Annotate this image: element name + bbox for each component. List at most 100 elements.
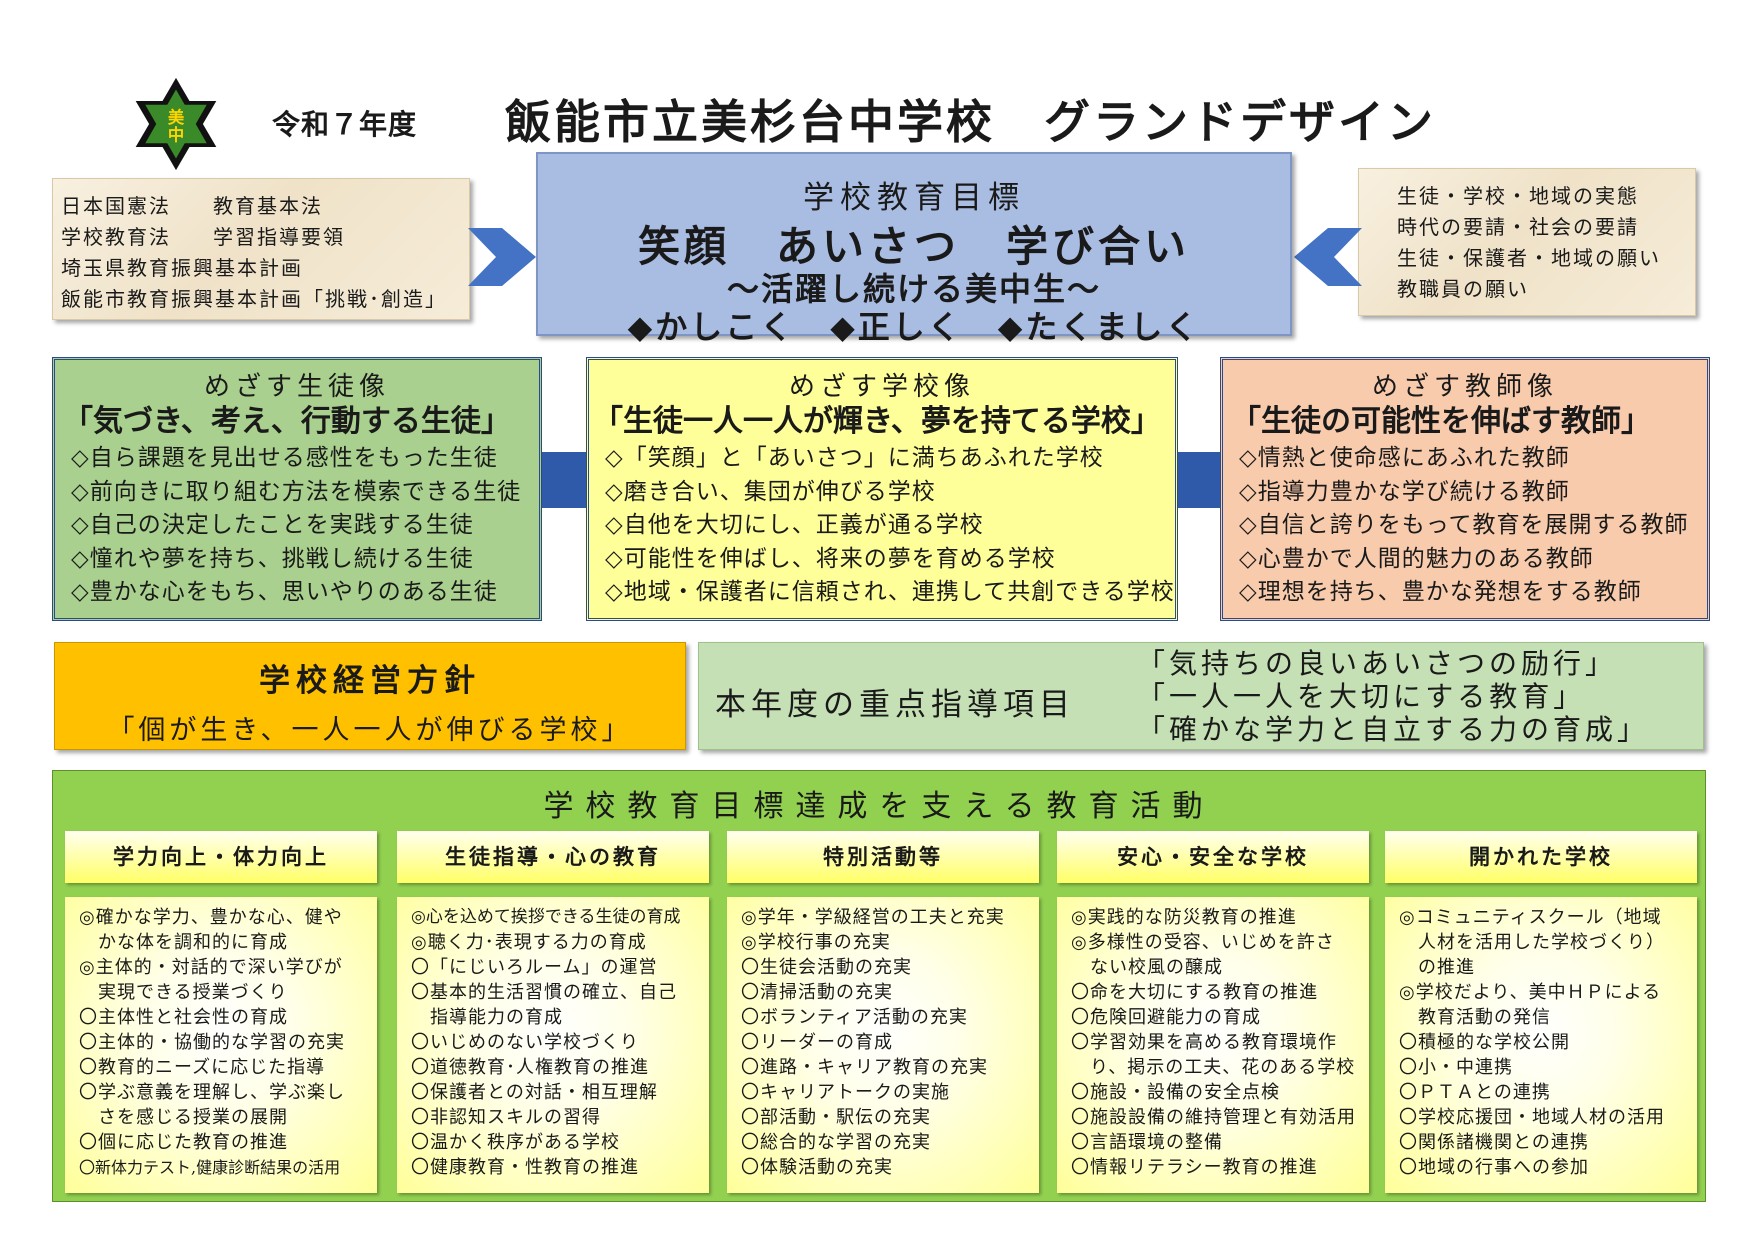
policy-main: 「個が生き、一人一人が伸びる学校」 bbox=[107, 715, 633, 746]
vision-heading: めざす生徒像 bbox=[203, 372, 390, 402]
vision-item: ◇前向きに取り組む方法を模索できる生徒 bbox=[71, 478, 522, 505]
activity-line: 〇キャリアトークの実施 bbox=[741, 1082, 950, 1103]
vision-item: ◇心豊かで人間的魅力のある教師 bbox=[1239, 545, 1594, 572]
management-policy-box: 学校経営方針 「個が生き、一人一人が伸びる学校」 bbox=[54, 642, 686, 750]
vision-item: ◇「笑顔」と「あいさつ」に満ちあふれた学校 bbox=[605, 445, 1104, 471]
activity-line: ◎学校行事の充実 bbox=[741, 932, 891, 953]
activity-line: 〇学ぶ意義を理解し、学ぶ楽し bbox=[79, 1082, 345, 1103]
activities-heading: 学校教育目標達成を支える教育活動 bbox=[543, 789, 1215, 824]
activity-line: 〇リーダーの育成 bbox=[741, 1032, 893, 1053]
activity-line: 〇道徳教育･人権教育の推進 bbox=[411, 1057, 649, 1078]
vision-item: ◇自ら課題を見出せる感性をもった生徒 bbox=[71, 445, 498, 471]
activity-line: り、掲示の工夫、花のある学校 bbox=[1071, 1057, 1356, 1078]
focus-items-box: 本年度の重点指導項目 「気持ちの良いあいさつの励行」 「一人一人を大切にする教育… bbox=[698, 642, 1704, 750]
legal-basis-item: 学習指導要領 bbox=[213, 225, 345, 249]
needs-item: 生徒・学校・地域の実態 bbox=[1397, 184, 1639, 208]
activity-line: ◎確かな学力、豊かな心、健や bbox=[79, 907, 343, 928]
activity-column: 生徒指導・心の教育 ◎心を込めて挨拶できる生徒の育成 ◎聴く力･表現する力の育成… bbox=[397, 831, 709, 1193]
activity-column-body: ◎コミュニティスクール（地域 人材を活用した学校づくり） の推進 ◎学校だより、… bbox=[1385, 897, 1697, 1193]
vision-item: ◇情熱と使命感にあふれた教師 bbox=[1239, 445, 1570, 471]
needs-item: 生徒・保護者・地域の願い bbox=[1397, 246, 1661, 270]
activity-line: 指導能力の育成 bbox=[411, 1007, 563, 1028]
legal-basis-item: 埼玉県教育振興基本計画 bbox=[61, 256, 303, 280]
activity-line: ◎学校だより、美中ＨＰによる bbox=[1399, 982, 1662, 1003]
activity-line: 〇保護者との対話・相互理解 bbox=[411, 1082, 658, 1103]
vision-item: ◇地域・保護者に信頼され、連携して共創できる学校 bbox=[605, 579, 1175, 605]
activity-column-title: 生徒指導・心の教育 bbox=[397, 831, 709, 883]
activity-line: ◎学年・学級経営の工夫と充実 bbox=[741, 907, 1005, 928]
activity-line: 〇地域の行事への参加 bbox=[1399, 1157, 1589, 1178]
vision-item: ◇豊かな心をもち、思いやりのある生徒 bbox=[71, 579, 498, 605]
activity-line: 〇学習効果を高める教育環境作 bbox=[1071, 1032, 1337, 1053]
vision-heading: めざす教師像 bbox=[1371, 372, 1558, 402]
focus-item: 「一人一人を大切にする教育」 bbox=[1137, 680, 1586, 713]
vision-item: ◇可能性を伸ばし、将来の夢を育める学校 bbox=[605, 545, 1056, 572]
legal-basis-item: 飯能市教育振興基本計画「挑戦･創造」 bbox=[61, 287, 447, 311]
policy-heading: 学校経営方針 bbox=[259, 663, 481, 699]
legal-basis-row: 日本国憲法教育基本法 bbox=[61, 191, 461, 222]
activity-line: 〇部活動・駅伝の充実 bbox=[741, 1107, 931, 1128]
school-goal-keywords: ◆かしこく ◆正しく ◆たくましく bbox=[627, 308, 1201, 346]
legal-basis-row: 飯能市教育振興基本計画「挑戦･創造」 bbox=[61, 284, 461, 315]
activity-line: ◎多様性の受容、いじめを許さ bbox=[1071, 932, 1335, 953]
activity-column: 安心・安全な学校 ◎実践的な防災教育の推進 ◎多様性の受容、いじめを許さ ない校… bbox=[1057, 831, 1369, 1193]
activity-column-body: ◎実践的な防災教育の推進 ◎多様性の受容、いじめを許さ ない校風の醸成 〇命を大… bbox=[1057, 897, 1369, 1193]
student-vision-box: めざす生徒像 「気づき、考え、行動する生徒」 ◇自ら課題を見出せる感性をもった生… bbox=[52, 357, 542, 621]
vision-heading: めざす学校像 bbox=[788, 372, 975, 402]
fiscal-year: 令和７年度 bbox=[272, 108, 418, 141]
activity-line: ◎心を込めて挨拶できる生徒の育成 bbox=[411, 907, 681, 927]
activity-line: 〇いじめのない学校づくり bbox=[411, 1032, 639, 1053]
activity-column-title: 開かれた学校 bbox=[1385, 831, 1697, 883]
activity-line: 〇教育的ニーズに応じた指導 bbox=[79, 1057, 326, 1078]
focus-item: 「確かな学力と自立する力の育成」 bbox=[1137, 713, 1650, 746]
page-title: 飯能市立美杉台中学校 グランドデザイン bbox=[505, 95, 1436, 149]
activity-line: 〇ボランティア活動の充実 bbox=[741, 1007, 968, 1028]
activity-line: ◎主体的・対話的で深い学びが bbox=[79, 957, 343, 978]
activity-line: 〇「にじいろルーム」の運営 bbox=[411, 957, 658, 978]
school-goal-heading: 学校教育目標 bbox=[803, 180, 1025, 216]
legal-basis-item: 教育基本法 bbox=[213, 194, 323, 218]
connector-bar bbox=[542, 452, 586, 508]
activity-line: 〇学校応援団・地域人材の活用 bbox=[1399, 1107, 1665, 1128]
emblem-text-top: 美 bbox=[168, 108, 185, 127]
activity-line: 〇温かく秩序がある学校 bbox=[411, 1132, 620, 1153]
activity-line: 〇施設・設備の安全点検 bbox=[1071, 1082, 1280, 1103]
activity-line: ない校風の醸成 bbox=[1071, 957, 1223, 978]
needs-item: 時代の要請・社会の要請 bbox=[1397, 215, 1639, 239]
activity-line: 〇主体性と社会性の育成 bbox=[79, 1007, 288, 1028]
activity-line: 〇関係諸機関との連携 bbox=[1399, 1132, 1589, 1153]
activity-line: 〇非認知スキルの習得 bbox=[411, 1107, 601, 1128]
activity-column-body: ◎確かな学力、豊かな心、健や かな体を調和的に育成 ◎主体的・対話的で深い学びが… bbox=[65, 897, 377, 1193]
activity-line: ◎コミュニティスクール（地域 bbox=[1399, 907, 1662, 928]
activity-column: 学力向上・体力向上 ◎確かな学力、豊かな心、健や かな体を調和的に育成 ◎主体的… bbox=[65, 831, 377, 1193]
activity-line: 〇体験活動の充実 bbox=[741, 1157, 893, 1178]
activity-column-body: ◎学年・学級経営の工夫と充実 ◎学校行事の充実 〇生徒会活動の充実 〇清掃活動の… bbox=[727, 897, 1039, 1193]
school-goal-box: 学校教育目標 笑顔 あいさつ 学び合い ～活躍し続ける美中生～ ◆かしこく ◆正… bbox=[536, 152, 1292, 346]
activity-line: 〇小・中連携 bbox=[1399, 1057, 1513, 1078]
activity-line: ◎聴く力･表現する力の育成 bbox=[411, 932, 647, 953]
activity-line: 〇基本的生活習慣の確立、自己 bbox=[411, 982, 677, 1003]
focus-list: 「気持ちの良いあいさつの励行」 「一人一人を大切にする教育」 「確かな学力と自立… bbox=[1137, 647, 1649, 746]
activity-line: さを感じる授業の展開 bbox=[79, 1107, 288, 1128]
activity-line: 〇施設設備の維持管理と有効活用 bbox=[1071, 1107, 1356, 1128]
vision-main: 「生徒一人一人が輝き、夢を持てる学校」 bbox=[593, 404, 1161, 439]
vision-item: ◇指導力豊かな学び続ける教師 bbox=[1239, 478, 1570, 505]
vision-item: ◇自他を大切にし、正義が通る学校 bbox=[605, 512, 984, 538]
activity-line: 〇健康教育・性教育の推進 bbox=[411, 1157, 639, 1178]
teacher-vision-box: めざす教師像 「生徒の可能性を伸ばす教師」 ◇情熱と使命感にあふれた教師 ◇指導… bbox=[1220, 357, 1710, 621]
activity-line: 〇言語環境の整備 bbox=[1071, 1132, 1223, 1153]
vision-item: ◇理想を持ち、豊かな発想をする教師 bbox=[1239, 579, 1642, 605]
activity-column-title: 特別活動等 bbox=[727, 831, 1039, 883]
activity-line: 〇清掃活動の充実 bbox=[741, 982, 893, 1003]
activity-line: 〇総合的な学習の充実 bbox=[741, 1132, 931, 1153]
activity-line: 〇命を大切にする教育の推進 bbox=[1071, 982, 1319, 1003]
education-activities-panel: 学校教育目標達成を支える教育活動 学力向上・体力向上 ◎確かな学力、豊かな心、健… bbox=[52, 770, 1706, 1202]
focus-label: 本年度の重点指導項目 bbox=[715, 687, 1075, 723]
vision-item: ◇自己の決定したことを実践する生徒 bbox=[71, 512, 474, 538]
arrow-right-icon bbox=[468, 228, 536, 286]
focus-item: 「気持ちの良いあいさつの励行」 bbox=[1137, 647, 1618, 680]
legal-basis-row: 学校教育法学習指導要領 bbox=[61, 222, 461, 253]
activity-line: 〇危険回避能力の育成 bbox=[1071, 1007, 1261, 1028]
school-goal-sub: ～活躍し続ける美中生～ bbox=[726, 270, 1101, 308]
emblem-text-bottom: 中 bbox=[168, 125, 184, 144]
